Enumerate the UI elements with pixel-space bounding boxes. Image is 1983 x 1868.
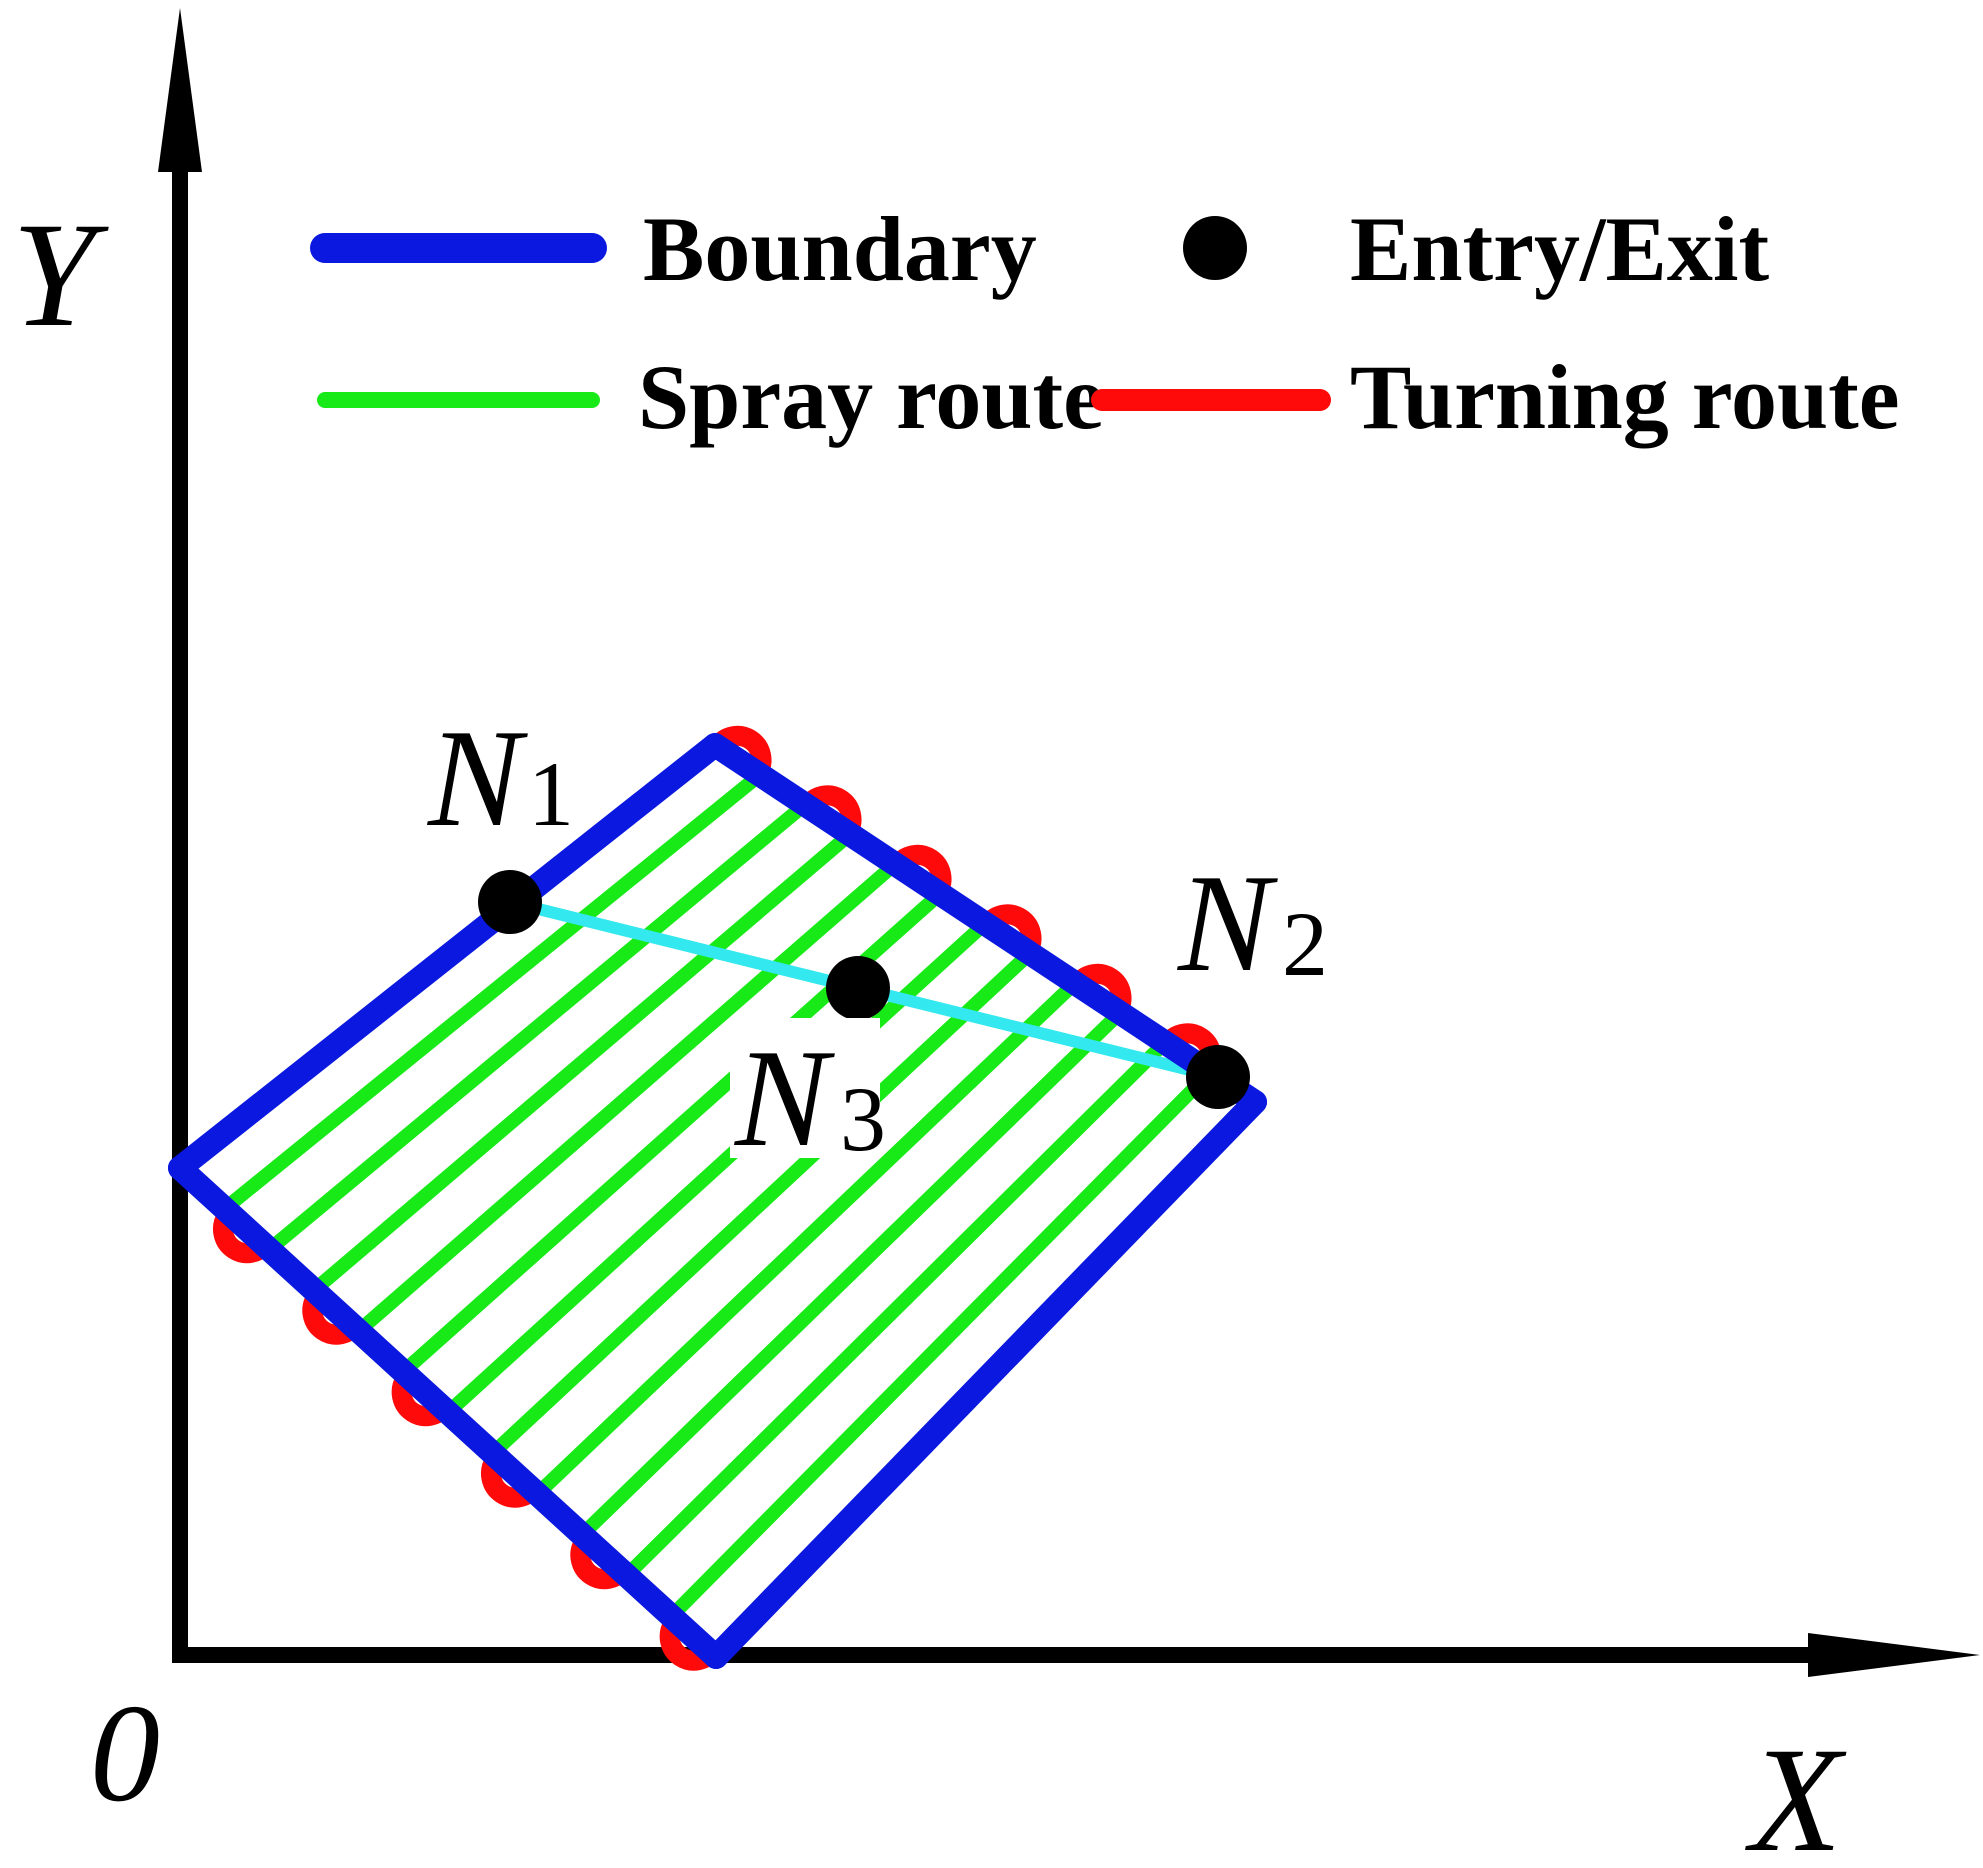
spray-route-line xyxy=(487,948,1035,1459)
node-label-n1-main: N xyxy=(426,701,528,856)
node-label-n3-backdrop xyxy=(730,1018,880,1158)
node-label-n1: N 1 xyxy=(426,701,574,856)
y-axis-label: Y xyxy=(12,192,109,358)
legend-entry-exit-marker xyxy=(1183,216,1247,280)
spray-route-line xyxy=(532,977,1080,1500)
legend-turning-label: Turning route xyxy=(1350,346,1900,448)
spray-route-line xyxy=(309,828,855,1296)
node-label-n3-main: N xyxy=(733,1021,835,1176)
legend-boundary-label: Boundary xyxy=(643,198,1037,300)
node-labels: N 1 N 2 N 3 xyxy=(426,701,1328,1176)
origin-label: 0 xyxy=(90,1676,160,1831)
x-axis-label: X xyxy=(1745,1717,1847,1868)
entry-exit-node-n2 xyxy=(1186,1045,1250,1109)
spray-route-line xyxy=(666,1067,1215,1622)
boundary-edge-left-lower xyxy=(168,1156,728,1669)
boundary-edge-right-upper xyxy=(703,733,1267,1114)
spray-route-line xyxy=(220,769,765,1215)
node-label-n2-sub: 2 xyxy=(1282,893,1328,995)
connector-n3-n2 xyxy=(856,982,1220,1083)
boundary-edge-left-upper xyxy=(168,733,727,1180)
entry-exit-node-n1 xyxy=(478,870,542,934)
spray-route-line xyxy=(443,918,990,1418)
spray-route-line xyxy=(577,1007,1125,1540)
legend-spray-label: Spray route xyxy=(638,346,1104,448)
spray-routes xyxy=(175,739,1261,1662)
axes: Y X 0 xyxy=(12,8,1980,1868)
connector-n1-n3 xyxy=(508,896,860,994)
boundary-edge-right-lower xyxy=(704,1090,1267,1669)
node-label-n3: N 3 xyxy=(730,1018,886,1176)
node-label-n3-sub: 3 xyxy=(840,1068,886,1170)
boundary xyxy=(168,733,1267,1669)
entry-exit-node-n3 xyxy=(826,956,890,1020)
spray-area xyxy=(168,725,1267,1671)
legend-entry-exit-label: Entry/Exit xyxy=(1350,198,1769,300)
node-label-n1-sub: 1 xyxy=(528,743,574,845)
legend: Boundary Entry/Exit Spray route Turning … xyxy=(310,198,1900,448)
spray-route-line xyxy=(621,1037,1170,1581)
y-axis-arrow xyxy=(158,8,202,172)
node-label-n2: N 2 xyxy=(1176,846,1328,1001)
x-axis-arrow xyxy=(1808,1633,1980,1677)
node-label-n2-main: N xyxy=(1176,846,1278,1001)
turning-routes xyxy=(213,725,1222,1671)
spray-route-line xyxy=(354,858,900,1337)
spray-route-line xyxy=(264,799,810,1255)
